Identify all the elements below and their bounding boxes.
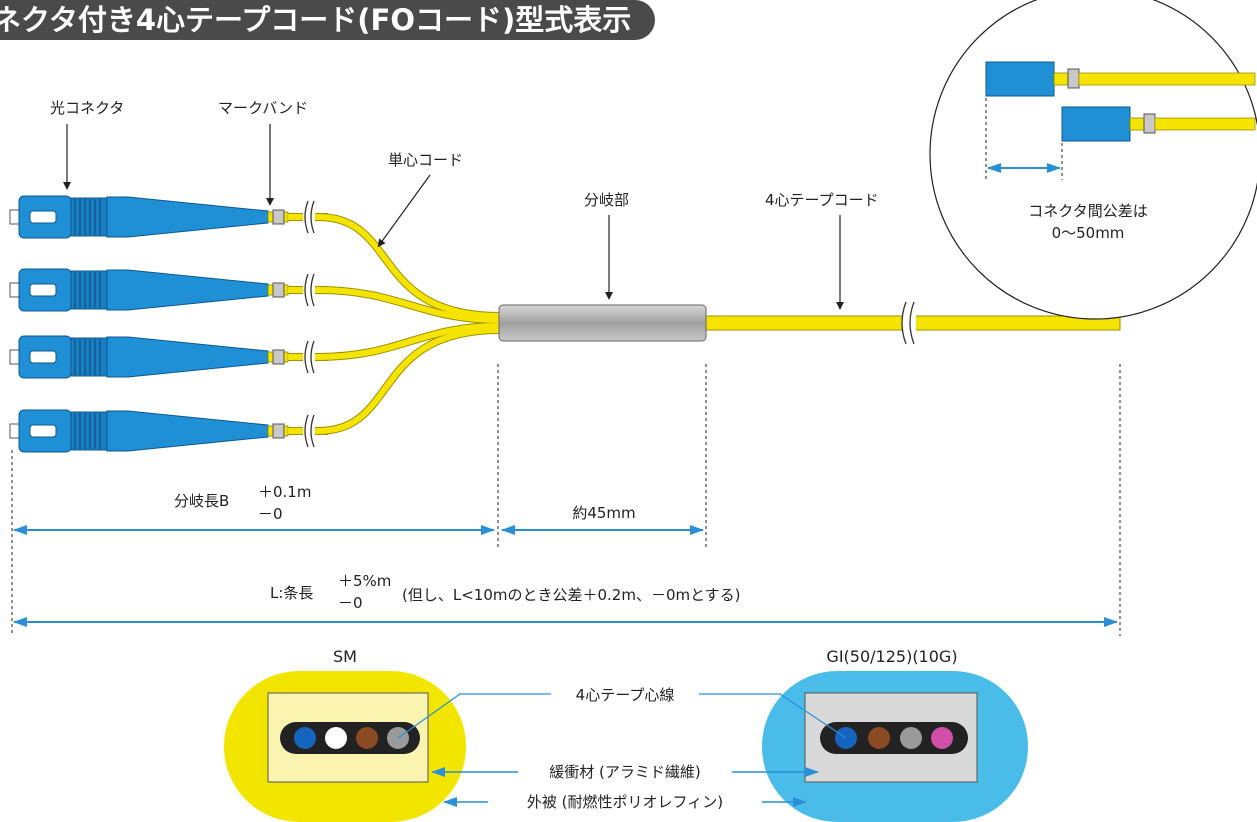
cross-section-callouts: 4心テープ心線 緩衝材 (アラミド繊維) 外被 (耐燃性ポリオレフィン) <box>397 686 847 811</box>
single-cords <box>317 213 501 435</box>
dimension-guides <box>11 364 1121 636</box>
page-title: ネクタ付き4心テープコード(FOコード)型式表示 <box>0 0 655 40</box>
sm-cross-section: SM <box>224 647 466 822</box>
label-ribbon-cord: 4心テープコード <box>765 191 879 209</box>
label-markband: マークバンド <box>218 99 308 117</box>
sm-type-label: SM <box>333 647 357 666</box>
total-length-label: L:条長 <box>270 584 313 602</box>
buffer-label: 緩衝材 (アラミド繊維) <box>549 763 700 781</box>
branch-part <box>498 304 707 342</box>
branch-length-label: 分岐長B <box>174 492 229 510</box>
label-single-cord: 単心コード <box>388 151 463 169</box>
branch-length-minus: －0 <box>258 505 283 523</box>
gi-cross-section: GI(50/125)(10G) <box>762 647 1028 822</box>
tolerance-line-2: 0〜50mm <box>1052 224 1125 242</box>
tolerance-line-1: コネクタ間公差は <box>1028 202 1147 220</box>
ribbon-cord <box>705 301 1121 346</box>
sheath-label: 外被 (耐燃性ポリオレフィン) <box>527 793 723 811</box>
total-length-plus: ＋5%m <box>338 572 391 590</box>
fiber-label: 4心テープ心線 <box>576 686 675 704</box>
gi-type-label: GI(50/125)(10G) <box>826 647 957 666</box>
connector-3 <box>10 336 328 378</box>
connector-1 <box>10 196 328 238</box>
cord-break-icon <box>302 200 316 448</box>
connector-4 <box>10 410 328 452</box>
page-title-text: ネクタ付き4心テープコード(FOコード)型式表示 <box>0 3 632 37</box>
connector-2 <box>10 269 328 311</box>
tolerance-inset: コネクタ間公差は 0〜50mm <box>929 0 1257 320</box>
branch-part-length: 約45mm <box>572 504 635 522</box>
total-length-minus: －0 <box>338 594 363 612</box>
total-length-note: (但し、L<10mのとき公差＋0.2m、－0mとする) <box>402 586 741 604</box>
branch-length-plus: ＋0.1m <box>258 483 311 501</box>
label-connector: 光コネクタ <box>50 99 124 117</box>
label-branch: 分岐部 <box>584 191 629 209</box>
